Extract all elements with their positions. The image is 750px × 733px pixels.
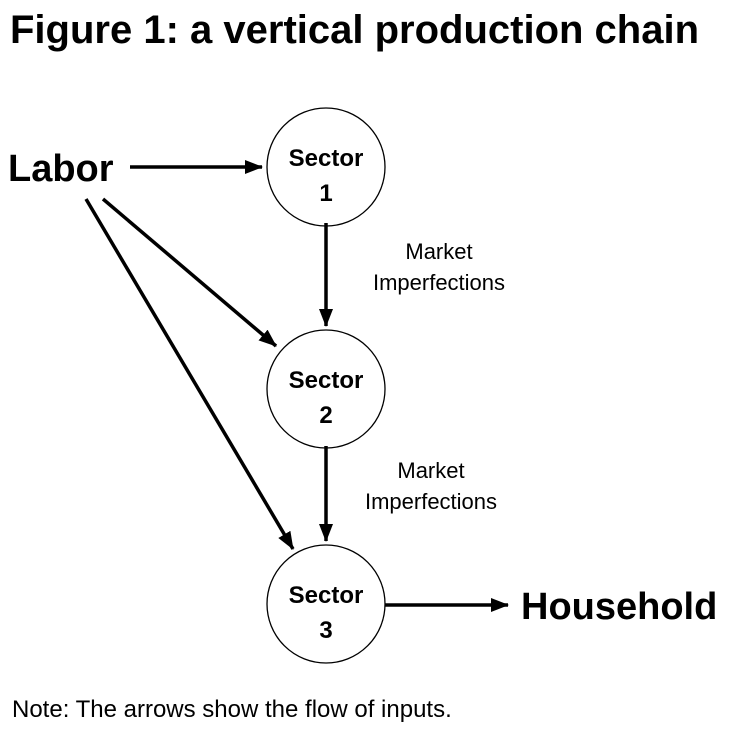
edge-label-s1-s2-line2: Imperfections — [373, 270, 505, 295]
household-label: Household — [521, 586, 717, 628]
sector-1-node: Sector 1 — [266, 107, 386, 227]
sector-2-label-line2: 2 — [319, 402, 332, 429]
figure-note: Note: The arrows show the flow of inputs… — [12, 696, 452, 723]
sector-1-label-line1: Sector — [289, 145, 364, 172]
sector-3-node: Sector 3 — [266, 544, 386, 664]
edge-label-s2-s3-line2: Imperfections — [365, 489, 497, 514]
sector-2-label-line1: Sector — [289, 367, 364, 394]
arrow-labor-to-sector-3 — [84, 198, 295, 550]
sector-3-label-line1: Sector — [289, 582, 364, 609]
edge-label-s1-s2-line1: Market — [405, 239, 472, 264]
sector-1-label-line2: 1 — [319, 180, 332, 207]
sector-3-label-line2: 3 — [319, 617, 332, 644]
edge-label-s2-s3-line1: Market — [397, 458, 464, 483]
sector-2-node: Sector 2 — [266, 329, 386, 449]
arrow-labor-to-sector-2 — [101, 197, 278, 348]
labor-label: Labor — [8, 148, 114, 190]
figure-title: Figure 1: a vertical production chain — [10, 8, 700, 52]
